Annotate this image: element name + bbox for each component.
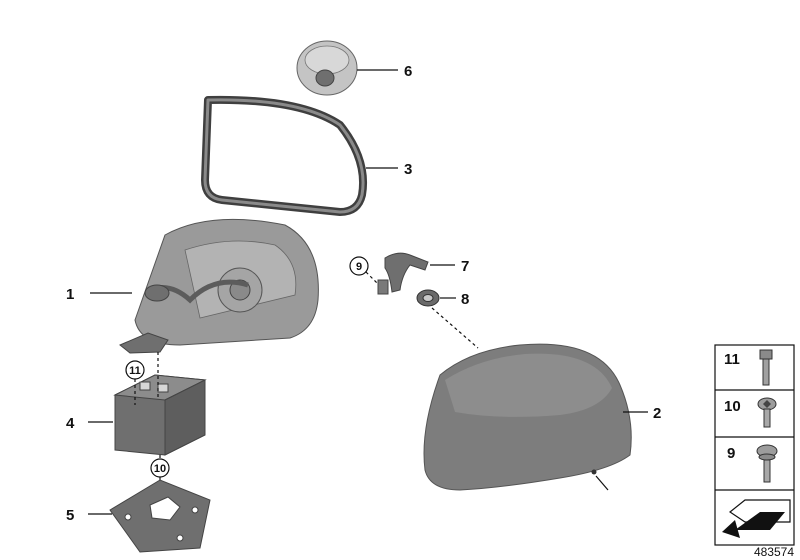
circled-callout-9: [349, 256, 369, 276]
callout-3: 3: [404, 161, 412, 178]
part-5-mounting-plate: [109, 479, 211, 553]
callout-4: 4: [66, 415, 75, 432]
part-1-mirror-base: [119, 218, 319, 354]
fastener-legend: 11 10 9: [714, 344, 795, 546]
part-3-mirror-frame: [201, 95, 367, 216]
callout-1: 1: [66, 286, 74, 303]
callout-9-circled: 9: [356, 261, 362, 273]
orientation-arrow-icon: [722, 499, 791, 538]
part-6-mirror-motor: [296, 40, 358, 96]
flange-screw-icon: [756, 444, 778, 483]
callout-6: 6: [404, 63, 412, 80]
reference-number: 483574: [754, 545, 794, 559]
part-4-base-block: [113, 374, 207, 456]
legend-num-11: 11: [724, 351, 740, 368]
part-8-grommet: [416, 289, 440, 307]
callout-10-circled: 10: [154, 463, 166, 475]
callout-5: 5: [66, 507, 74, 524]
legend-num-9: 9: [727, 445, 735, 462]
callout-11: 11: [129, 365, 141, 377]
legend-num-10: 10: [724, 398, 741, 415]
torx-screw-icon: [757, 397, 777, 428]
callout-8: 8: [461, 291, 469, 308]
hex-bolt-icon: [759, 349, 773, 386]
part-2-mirror-cap: [423, 343, 632, 491]
callout-2: 2: [653, 405, 661, 422]
callout-7: 7: [461, 258, 469, 275]
part-7-clip: [377, 252, 429, 295]
